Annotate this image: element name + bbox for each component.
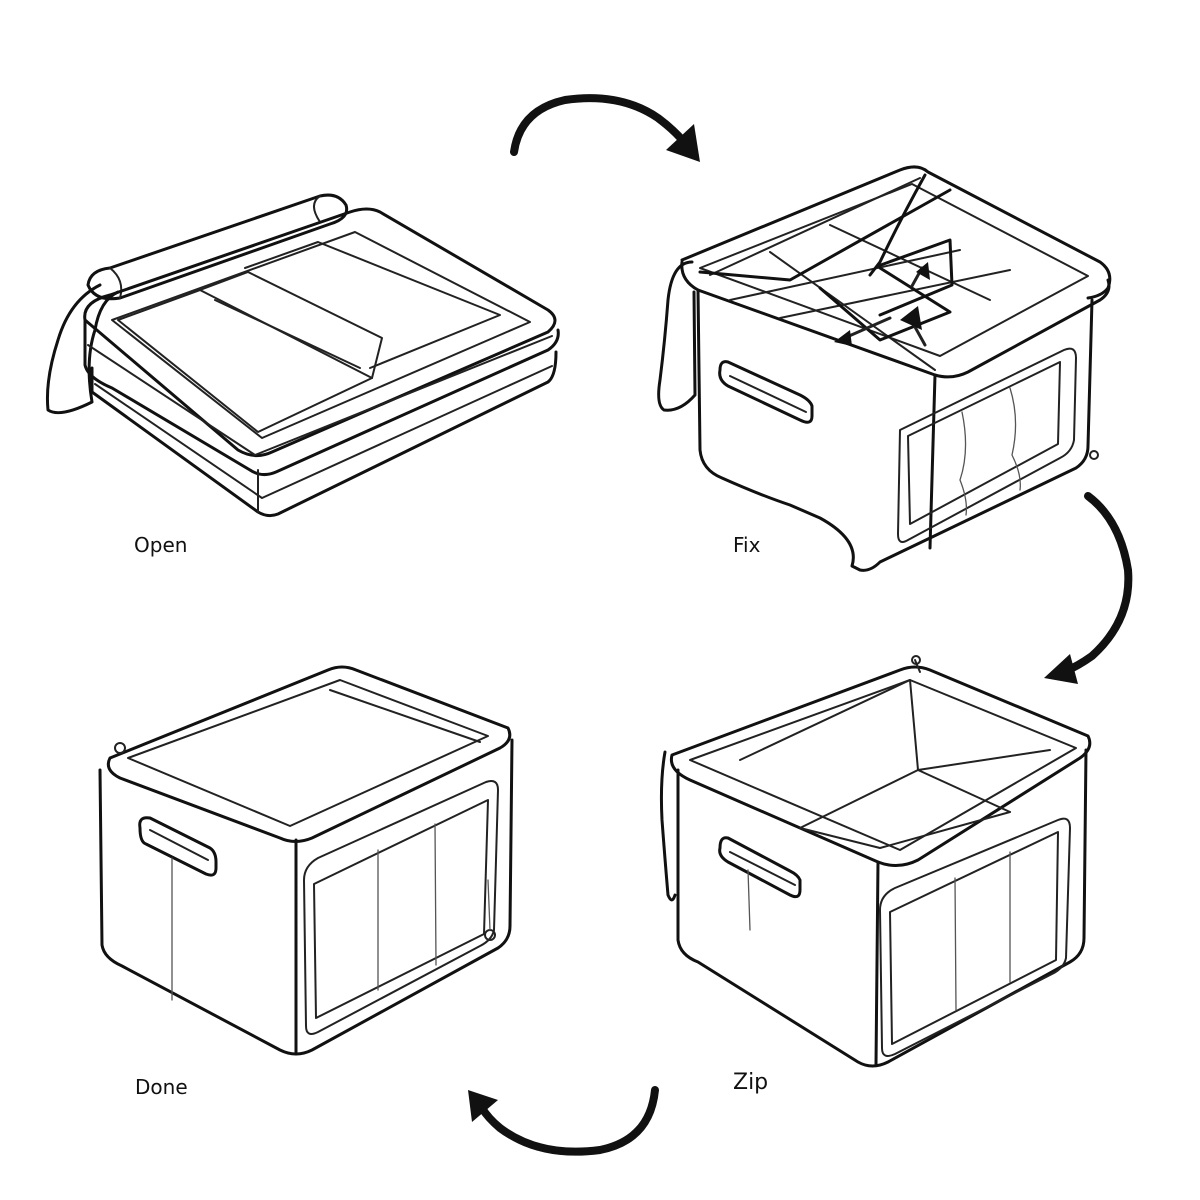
straight-arrow-icon <box>910 262 930 288</box>
box-done-illustration <box>98 665 514 1056</box>
curved-arrow-icon <box>510 94 700 162</box>
step-label-open: Open <box>134 533 188 557</box>
step-label-done: Done <box>135 1075 188 1099</box>
curved-arrow-icon <box>468 1086 659 1156</box>
step-label-fix: Fix <box>733 533 761 557</box>
box-fix-illustration <box>657 165 1112 572</box>
box-zip-illustration <box>659 655 1092 1068</box>
folded-box-illustration <box>45 193 560 518</box>
step-label-zip: Zip <box>733 1070 769 1095</box>
straight-arrow-icon <box>900 306 927 347</box>
straight-arrow-icon <box>834 316 892 346</box>
curved-arrow-icon <box>1044 492 1133 684</box>
